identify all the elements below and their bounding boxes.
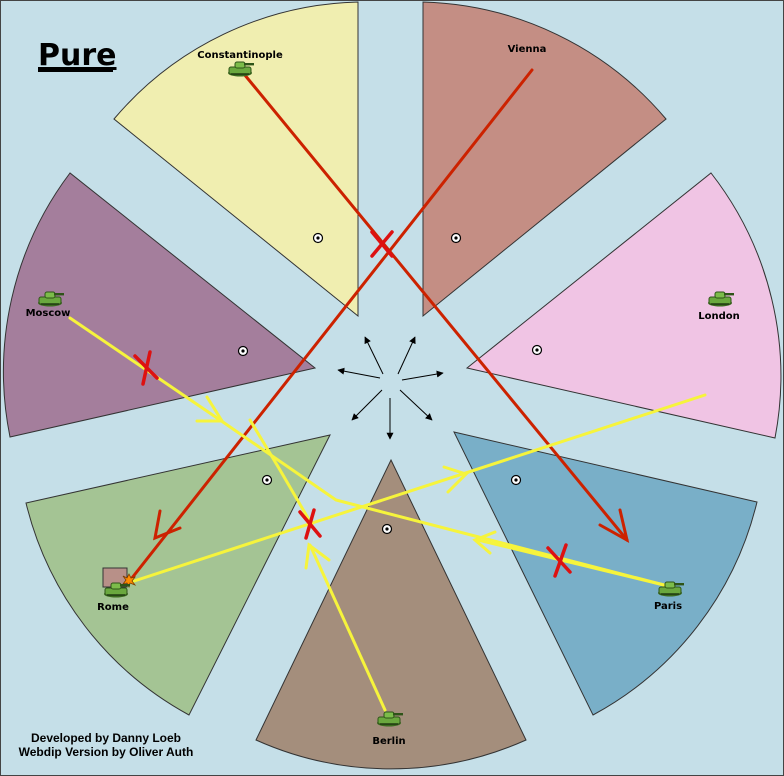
territory-london[interactable] <box>465 172 782 439</box>
failed-mark-2 <box>133 350 159 386</box>
supply-center-london <box>531 344 543 356</box>
territory-moscow[interactable] <box>3 172 317 438</box>
arrowhead-rome <box>153 509 182 541</box>
failed-mark-1 <box>370 230 394 258</box>
supply-center-moscow <box>237 345 249 357</box>
move-constantinople-to-paris <box>242 72 629 542</box>
supply-center-paris <box>510 474 522 486</box>
supply-center-berlin <box>381 523 393 535</box>
label-berlin: Berlin <box>372 736 405 747</box>
arrowhead-berlin-move <box>304 542 331 570</box>
support-moscow <box>248 418 314 527</box>
failed-mark-4 <box>546 543 572 578</box>
supply-center-vienna <box>450 232 462 244</box>
center-compass <box>337 336 444 440</box>
label-vienna: Vienna <box>508 44 547 55</box>
arrowhead-rome-move <box>442 465 469 494</box>
move-paris-to-berlin <box>476 538 666 587</box>
red-orders <box>126 68 630 585</box>
supply-center-constantinople <box>312 232 324 244</box>
move-rome-to-london <box>126 393 707 585</box>
move-berlin-to-rome <box>308 543 387 712</box>
move-vienna-to-rome <box>126 68 534 585</box>
territory-vienna[interactable] <box>422 1 667 318</box>
label-moscow: Moscow <box>26 308 71 319</box>
explosion-icon <box>122 573 137 589</box>
arrowhead-paris-move <box>472 530 497 555</box>
territory-berlin[interactable] <box>255 458 527 770</box>
map-title: Pure <box>38 38 117 73</box>
territory-rome[interactable] <box>25 434 331 716</box>
label-london: London <box>698 311 740 322</box>
supply-center-rome <box>261 474 273 486</box>
credits-webdip: Webdip Version by Oliver Auth <box>19 745 194 759</box>
territory-constantinople[interactable] <box>113 1 359 318</box>
failed-mark-3 <box>298 508 322 540</box>
failed-orders <box>133 230 572 578</box>
label-paris: Paris <box>654 601 682 612</box>
label-constantinople: Constantinople <box>197 50 283 61</box>
label-rome: Rome <box>97 602 129 613</box>
arrowhead-paris <box>598 508 630 543</box>
credits-developer: Developed by Danny Loeb <box>31 731 181 745</box>
territory-paris[interactable] <box>453 431 758 716</box>
arrowhead-moscow-move <box>195 395 225 423</box>
